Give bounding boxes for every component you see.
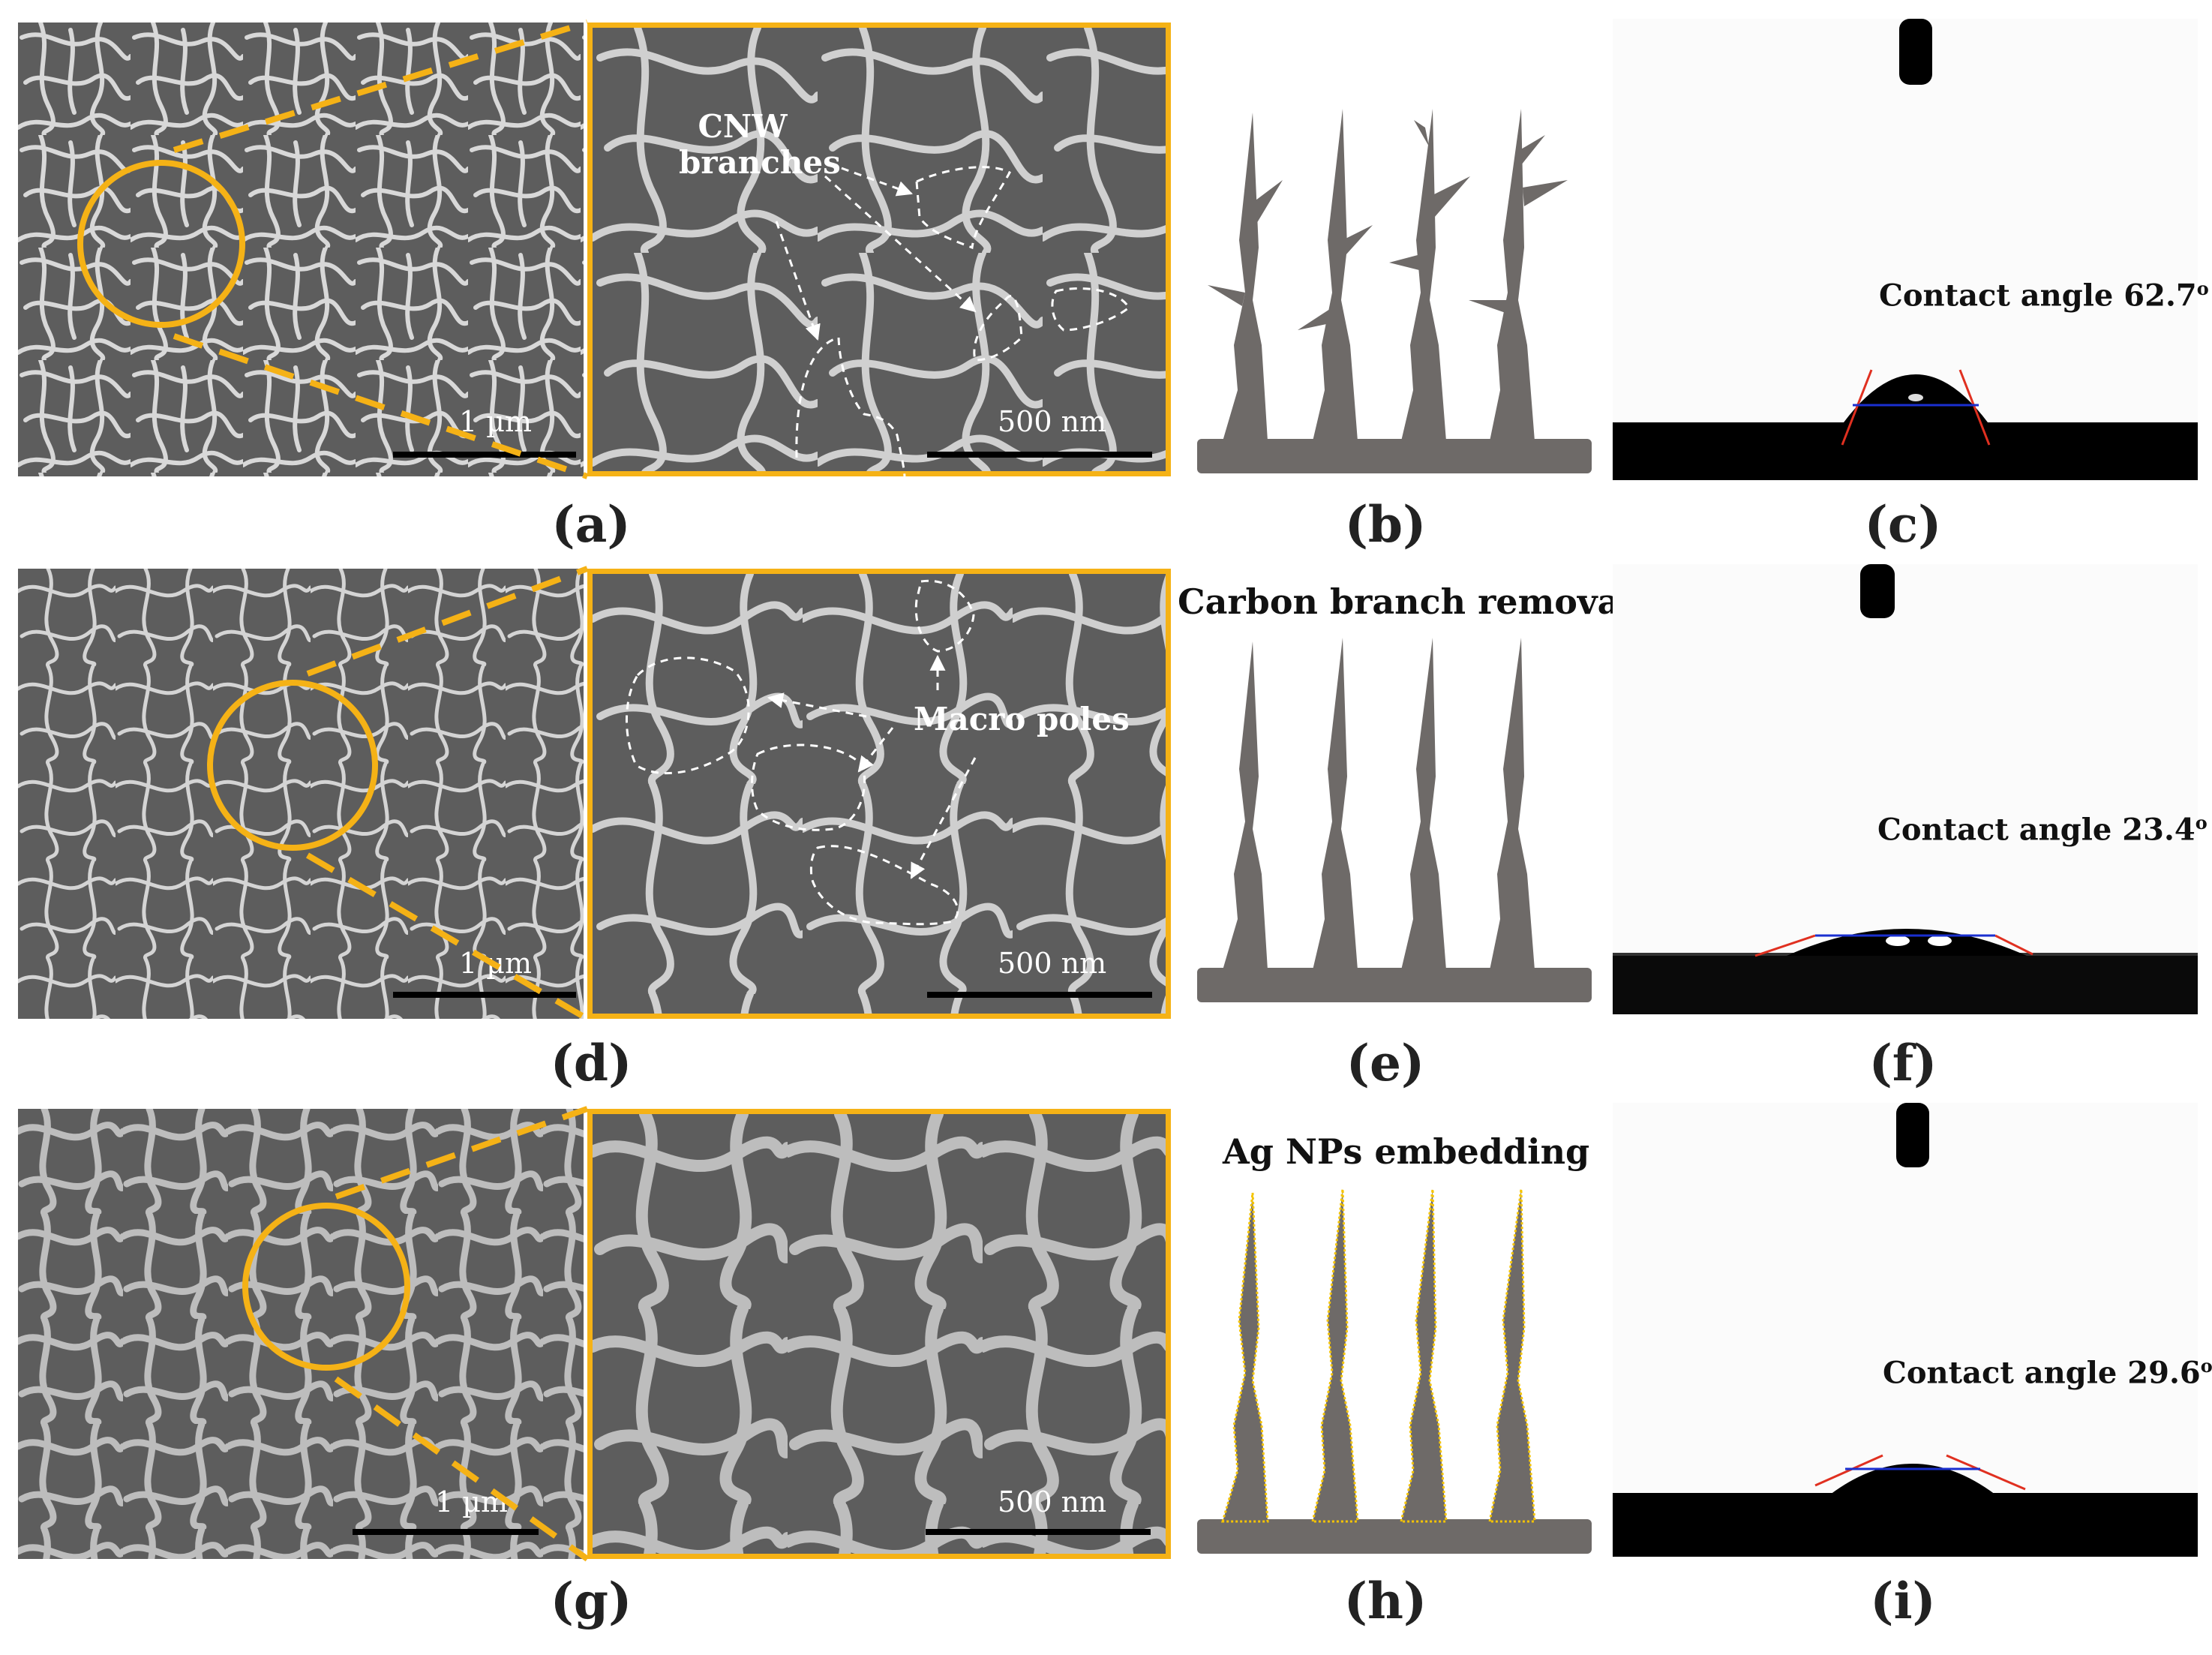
tangent-line-left	[1814, 1454, 1883, 1487]
schematic-title-e: Carbon branch removal	[1178, 581, 1633, 622]
degree-symbol: o	[2200, 1355, 2212, 1377]
scale-bar-g	[353, 1529, 539, 1535]
scale-label-d: 1 µm	[459, 947, 532, 980]
cnw-bare-schematic	[1197, 638, 1592, 1002]
schematic-title-h: Ag NPs embedding	[1223, 1131, 1590, 1172]
contact-angle-text-f: Contact angle 23.4o	[1877, 812, 2207, 847]
cnw-ag-schematic	[1197, 1188, 1592, 1554]
scale-label-a: 1 µm	[459, 405, 532, 438]
panel-label-a: (a)	[551, 495, 631, 554]
contact-angle-text-c: Contact angle 62.7o	[1879, 278, 2209, 313]
annotation-macro-poles: Macro poles	[914, 701, 1130, 737]
zoom-scale-label-d: 500 nm	[998, 947, 1107, 980]
panel-label-e: (e)	[1346, 1034, 1425, 1092]
sem-zoom-d	[587, 569, 1171, 1019]
tangent-line-left	[1841, 369, 1873, 446]
tangent-line-right	[1958, 369, 1991, 446]
zoom-scale-label-a: 500 nm	[998, 405, 1107, 438]
scale-bar-a	[393, 452, 576, 458]
droplet-f	[1613, 564, 2198, 1014]
zoom-scale-bar-d	[927, 992, 1152, 998]
contact-angle-image-c	[1613, 19, 2198, 480]
tangent-line-right	[1994, 934, 2033, 956]
panel-label-d: (d)	[550, 1034, 632, 1092]
schematic-h	[1193, 1185, 1598, 1560]
scale-label-g: 1 µm	[435, 1485, 508, 1518]
degree-symbol: o	[2196, 278, 2209, 299]
zoom-scale-bar-a	[927, 452, 1152, 458]
scale-bar-d	[393, 992, 576, 998]
panel-label-c: (c)	[1864, 495, 1942, 554]
schematic-e	[1193, 634, 1598, 1009]
zoom-scale-bar-g	[926, 1529, 1151, 1535]
contact-angle-value-c: Contact angle 62.7	[1879, 278, 2197, 314]
contact-angle-image-f	[1613, 564, 2198, 1014]
sem-zoom-g	[587, 1109, 1171, 1559]
schematic-b	[1193, 105, 1598, 480]
zoom-scale-label-g: 500 nm	[998, 1485, 1107, 1518]
contact-angle-value-f: Contact angle 23.4	[1877, 812, 2195, 848]
contact-angle-text-i: Contact angle 29.6o	[1883, 1355, 2212, 1390]
panel-label-i: (i)	[1870, 1572, 1936, 1630]
panel-label-f: (f)	[1868, 1034, 1937, 1092]
cnw-branched-schematic	[1197, 109, 1592, 473]
droplet-i	[1613, 1103, 2198, 1557]
droplet-c	[1613, 19, 2198, 480]
degree-symbol: o	[2195, 812, 2207, 834]
panel-label-b: (b)	[1344, 495, 1427, 554]
sem-texture	[593, 574, 1166, 1014]
panel-label-h: (h)	[1343, 1572, 1427, 1630]
contact-angle-image-i	[1613, 1103, 2198, 1557]
tangent-line-left	[1754, 934, 1816, 957]
sem-texture	[593, 1114, 1166, 1554]
tangent-line-right	[1946, 1454, 2026, 1491]
panel-label-g: (g)	[550, 1572, 632, 1630]
contact-angle-value-i: Contact angle 29.6	[1883, 1355, 2201, 1391]
annotation-cnw-branches: CNW branches	[679, 108, 841, 181]
